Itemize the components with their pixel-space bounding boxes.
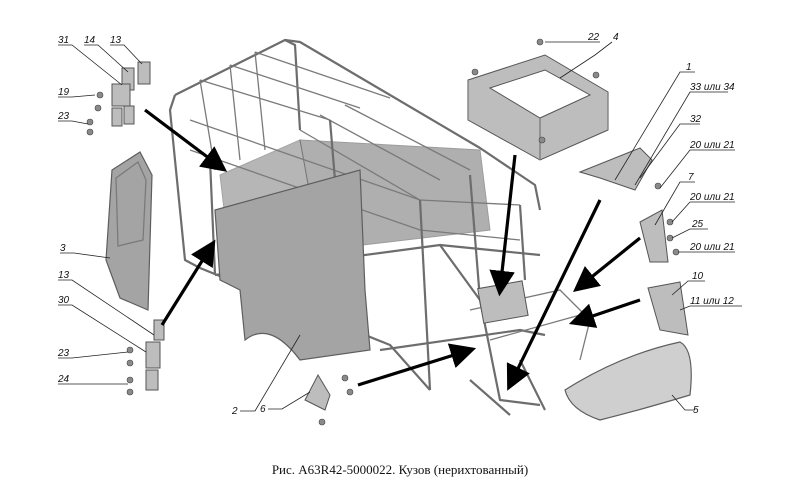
callout-11-or-12: 11 или 12 (690, 296, 734, 307)
callout-5: 5 (693, 405, 699, 416)
bracket-part-10 (647, 281, 689, 336)
door-panel (105, 151, 153, 311)
upper-hinge-group (111, 61, 151, 127)
callout-20-or-21-c: 20 или 21 (689, 242, 735, 253)
callout-22: 22 (587, 32, 600, 43)
callout-31: 31 (58, 35, 69, 46)
callout-13-bottom: 13 (58, 270, 70, 281)
lower-hinge-group (145, 319, 165, 391)
callout-30: 30 (58, 295, 70, 306)
callout-10: 10 (692, 271, 704, 282)
bracket-part-1 (578, 147, 653, 191)
callout-7: 7 (688, 172, 694, 183)
callout-4: 4 (613, 32, 619, 43)
callout-labels: 31 14 13 19 23 3 13 30 23 24 2 6 22 4 1 … (57, 32, 735, 417)
callout-25: 25 (691, 219, 704, 230)
callout-19: 19 (58, 87, 70, 98)
callout-6: 6 (260, 404, 266, 415)
callout-32: 32 (690, 114, 702, 125)
roof-frame-part (467, 54, 609, 161)
callout-33-or-34: 33 или 34 (690, 82, 735, 93)
callout-20-or-21-b: 20 или 21 (689, 192, 735, 203)
callout-23-top: 23 (57, 111, 70, 122)
figure-caption: Рис. А63R42-5000022. Кузов (нерихтованны… (271, 462, 529, 477)
bolts (86, 38, 680, 426)
callout-3: 3 (60, 243, 66, 254)
side-panel (214, 169, 371, 361)
leader-lines (58, 41, 742, 412)
hood-panel (564, 341, 692, 421)
callout-24: 24 (57, 374, 70, 385)
callout-23-bottom: 23 (57, 348, 70, 359)
callout-13-top: 13 (110, 35, 122, 46)
door-window (115, 161, 147, 247)
callout-2: 2 (231, 406, 238, 417)
pointer-arrows (144, 108, 642, 391)
bracket-part-6 (304, 373, 331, 411)
callout-14: 14 (84, 35, 96, 46)
callout-20-or-21-a: 20 или 21 (689, 140, 735, 151)
callout-1: 1 (686, 62, 692, 73)
bracket-part-7 (639, 209, 669, 263)
body-assembly-diagram: 31 14 13 19 23 3 13 30 23 24 2 6 22 4 1 … (57, 32, 742, 426)
